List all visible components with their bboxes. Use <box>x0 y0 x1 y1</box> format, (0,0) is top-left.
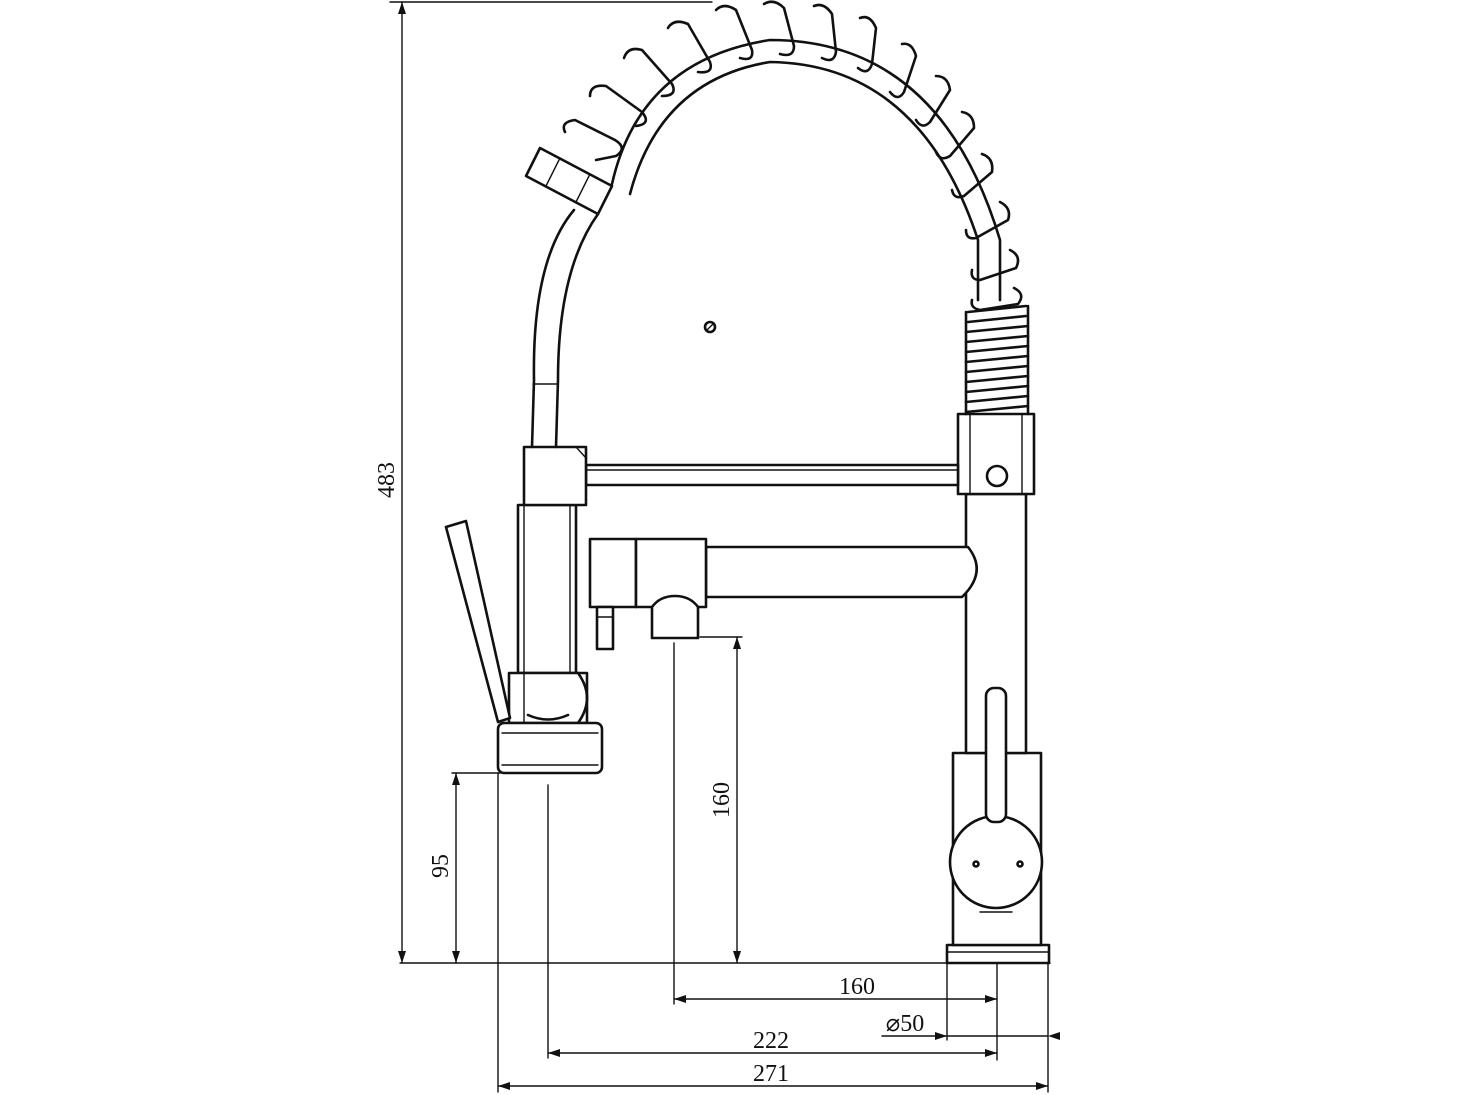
secondary-spout <box>588 537 978 651</box>
dimension-arrows <box>398 2 1060 1090</box>
spring-coil <box>562 0 1030 416</box>
pull-down-hose <box>524 146 614 449</box>
dim-label-222: 222 <box>753 1028 789 1054</box>
dim-label-160-vertical: 160 <box>709 782 735 818</box>
dim-label-483: 483 <box>374 462 400 498</box>
dimension-lines <box>389 1 1051 1093</box>
support-bar <box>584 463 960 487</box>
faucet-body <box>945 412 1051 965</box>
dim-label-160-horizontal: 160 <box>839 974 875 1000</box>
spray-holder <box>444 445 604 775</box>
reference-mark <box>703 320 717 334</box>
dim-label-diameter-50: ⌀50 <box>886 1011 924 1037</box>
dim-label-95: 95 <box>428 854 454 878</box>
dim-label-271: 271 <box>753 1061 789 1087</box>
